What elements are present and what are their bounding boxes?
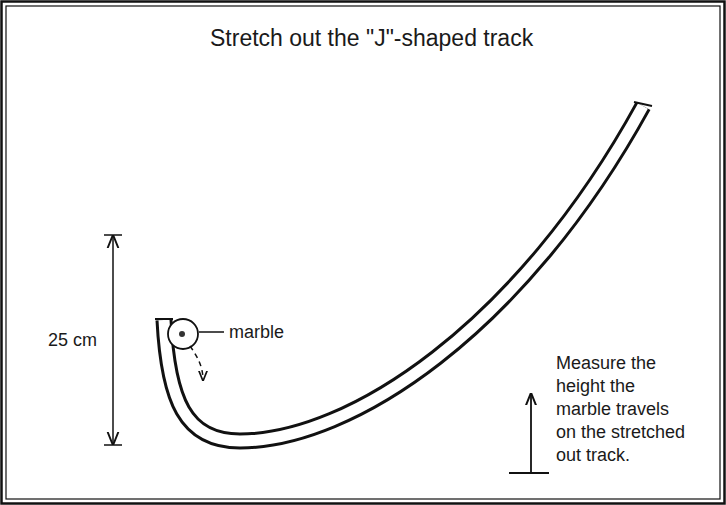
dimension-label: 25 cm (48, 329, 108, 352)
part-label: marble (229, 321, 349, 344)
title: Stretch out the "J"-shaped track (210, 24, 650, 53)
baseline-mark (509, 472, 549, 474)
height-arrow (530, 394, 532, 472)
leader-line (199, 331, 224, 333)
track-end (155, 318, 173, 320)
dimension-tick (104, 234, 122, 236)
instruction-note: Measure the height the marble travels on… (556, 352, 692, 467)
inner-frame (6, 6, 720, 499)
track-end (634, 102, 652, 106)
marble (168, 319, 198, 349)
dimension-tick (104, 444, 122, 446)
marble-dot (179, 331, 185, 337)
dimension-line (112, 236, 114, 444)
motion-arrow (190, 346, 203, 380)
